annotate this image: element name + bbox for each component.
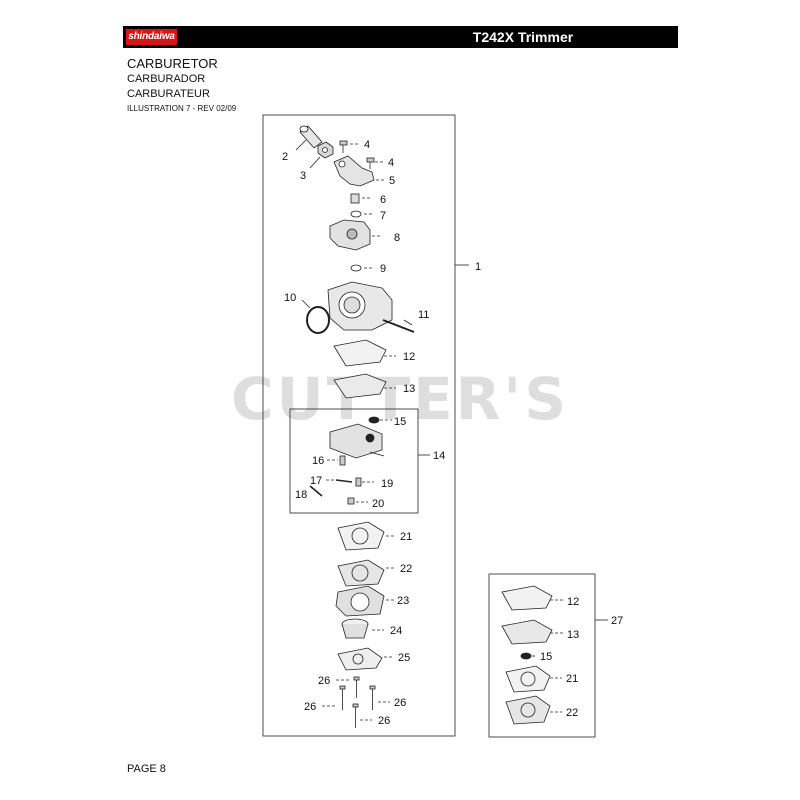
part-nut xyxy=(309,141,334,169)
part-screw-b xyxy=(366,157,385,169)
callout-9: 9 xyxy=(380,263,386,275)
callout-16: 16 xyxy=(312,455,324,467)
part-25-retainer xyxy=(337,647,394,671)
part-screw-a xyxy=(339,140,360,153)
callout-labels: 1 2 3 4 4 5 6 7 8 9 10 11 12 13 14 15 16… xyxy=(282,139,623,727)
part-9-washer xyxy=(350,264,374,272)
section-title: CARBURETOR xyxy=(127,56,218,71)
callout-19: 19 xyxy=(381,478,393,490)
callout-8: 8 xyxy=(394,232,400,244)
part-11-needle xyxy=(382,319,415,333)
kit-part-12 xyxy=(501,585,564,611)
callout-15: 15 xyxy=(394,416,406,428)
callout-5: 5 xyxy=(389,175,395,187)
part-26-screws xyxy=(322,676,390,728)
part-23-cover xyxy=(335,585,396,617)
part-8-body xyxy=(329,219,382,251)
callout-13: 13 xyxy=(403,383,415,395)
watermark: CUTTER'S xyxy=(231,365,569,433)
kit-callout-22: 22 xyxy=(566,707,578,719)
part-18-pin xyxy=(309,485,323,497)
subassembly-box xyxy=(289,408,419,514)
callout-10: 10 xyxy=(284,292,296,304)
section-title-es: CARBURADOR xyxy=(127,73,206,85)
part-7-ring xyxy=(350,210,374,218)
callout-20: 20 xyxy=(372,498,384,510)
section-title-fr: CARBURATEUR xyxy=(127,88,210,100)
kit-part-22 xyxy=(505,695,562,725)
callout-18: 18 xyxy=(295,489,307,501)
kit-part-21 xyxy=(505,665,562,693)
part-6 xyxy=(350,193,372,204)
callout-4b: 4 xyxy=(388,157,394,169)
callout-2: 2 xyxy=(282,151,288,163)
kit-callout-15: 15 xyxy=(540,651,552,663)
callout-4a: 4 xyxy=(364,139,370,151)
callout-17: 17 xyxy=(310,475,322,487)
illustration-ref: ILLUSTRATION 7 - REV 02/09 xyxy=(127,104,237,113)
kit-part-15 xyxy=(520,652,536,660)
callout-12: 12 xyxy=(403,351,415,363)
callout-24: 24 xyxy=(390,625,402,637)
part-17-lever xyxy=(326,479,353,483)
kit-callout-21: 21 xyxy=(566,673,578,685)
part-16-spring xyxy=(327,455,346,466)
page-number: PAGE 8 xyxy=(127,763,166,775)
callout-26b: 26 xyxy=(394,697,406,709)
callout-25: 25 xyxy=(398,652,410,664)
part-24-primer-bulb xyxy=(341,618,384,639)
part-21-gasket xyxy=(337,521,396,551)
callout-3: 3 xyxy=(300,170,306,182)
part-19-needle xyxy=(355,477,374,487)
callout-7: 7 xyxy=(380,210,386,222)
callout-26c: 26 xyxy=(304,701,316,713)
callout-26d: 26 xyxy=(378,715,390,727)
part-choke-shaft xyxy=(295,125,323,151)
kit-box xyxy=(488,573,596,738)
kit-callout-12: 12 xyxy=(567,596,579,608)
part-14-cover xyxy=(329,423,385,459)
part-15-disc xyxy=(368,416,392,424)
callout-21: 21 xyxy=(400,531,412,543)
kit-callout-27: 27 xyxy=(611,615,623,627)
model-title: T242X Trimmer xyxy=(472,29,574,45)
part-bracket xyxy=(333,155,386,187)
assembly-box xyxy=(262,114,456,737)
shindaiwa-logo: shindaiwa xyxy=(126,29,177,45)
callout-11: 11 xyxy=(418,309,429,321)
part-22-diaphragm xyxy=(337,559,396,587)
part-13-diaphragm xyxy=(333,373,396,399)
kit-part-13 xyxy=(501,619,564,645)
part-carburetor-body xyxy=(327,281,393,331)
kit-callout-13: 13 xyxy=(567,629,579,641)
callout-23: 23 xyxy=(397,595,409,607)
callout-22: 22 xyxy=(400,563,412,575)
page-header: shindaiwa T242X Trimmer xyxy=(123,26,678,48)
part-20-screw xyxy=(347,497,368,505)
callout-26a: 26 xyxy=(318,675,330,687)
part-12-gasket xyxy=(333,339,396,367)
callout-6: 6 xyxy=(380,194,386,206)
callout-1: 1 xyxy=(475,261,481,273)
part-10-ring xyxy=(301,299,330,334)
callout-14: 14 xyxy=(433,450,445,462)
